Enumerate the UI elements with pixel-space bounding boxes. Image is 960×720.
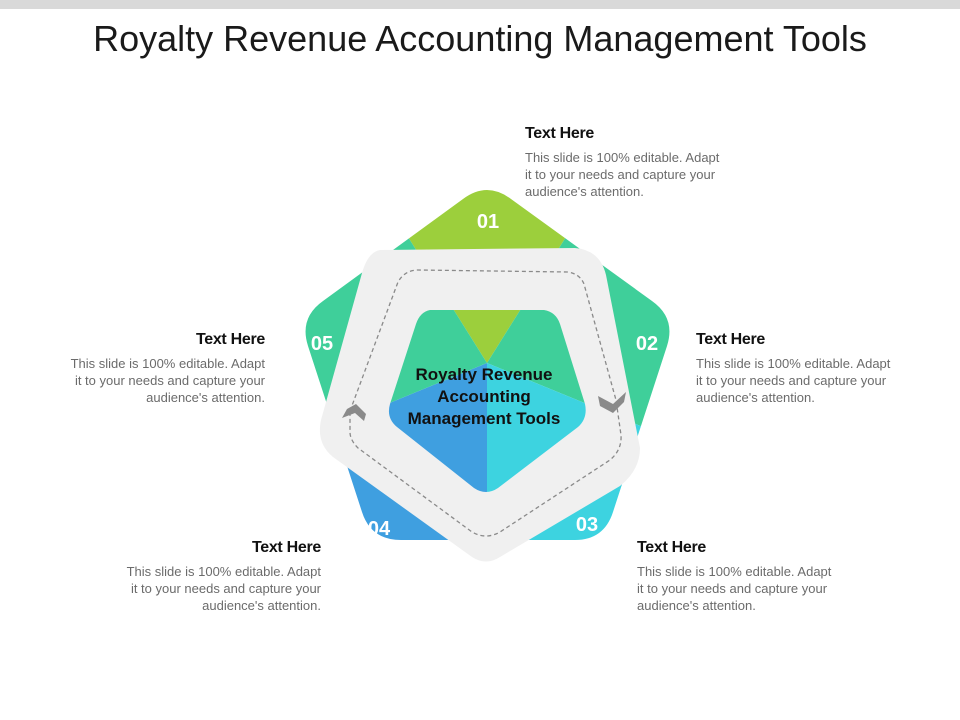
callout-body-line: audience's attention. [696,390,815,405]
callout-body-line: This slide is 100% editable. Adapt [126,564,321,579]
callout-body-line: it to your needs and capture your [130,581,321,596]
callout-body: This slide is 100% editable. Adapt it to… [91,563,321,614]
callout-body-line: audience's attention. [202,598,321,613]
callout-03: Text Here This slide is 100% editable. A… [637,539,867,614]
top-bar [0,0,960,9]
callout-body-line: This slide is 100% editable. Adapt [696,356,891,371]
inner-ring [319,248,640,562]
callout-body-line: This slide is 100% editable. Adapt [70,356,265,371]
center-label: Royalty Revenue Accounting Management To… [384,364,584,430]
callout-heading: Text Here [195,331,265,348]
center-label-line: Management Tools [407,409,561,428]
callout-body-line: it to your needs and capture your [74,373,265,388]
callout-heading: Text Here [637,539,707,556]
segment-01-number: 01 [476,211,500,233]
callout-02: Text Here This slide is 100% editable. A… [696,331,926,406]
callout-05: Text Here This slide is 100% editable. A… [35,331,266,406]
callout-04: Text Here This slide is 100% editable. A… [91,539,322,614]
callout-body-line: This slide is 100% editable. Adapt [525,150,720,165]
page-title: Royalty Revenue Accounting Management To… [93,18,867,59]
callout-body: This slide is 100% editable. Adapt it to… [525,149,755,200]
segment-03-number: 03 [575,514,599,536]
center-label-line: Accounting [437,387,531,406]
callout-heading: Text Here [251,539,321,556]
center-label-line: Royalty Revenue [415,365,553,384]
segment-05-wedge [305,190,487,475]
callout-body: This slide is 100% editable. Adapt it to… [35,355,265,406]
segment-02-number: 02 [635,333,659,355]
callout-body-line: audience's attention. [637,598,756,613]
dashed-flow-path [349,269,622,537]
segment-02-wedge [487,190,670,475]
callout-body: This slide is 100% editable. Adapt it to… [696,355,926,406]
callout-body-line: This slide is 100% editable. Adapt [637,564,832,579]
chevron-up-icon [342,404,366,421]
callout-heading: Text Here [525,125,595,142]
callout-01: Text Here This slide is 100% editable. A… [525,125,755,200]
callout-body-line: audience's attention. [146,390,265,405]
callout-body-line: it to your needs and capture your [696,373,887,388]
segment-05-number: 05 [310,333,334,355]
callout-body-line: it to your needs and capture your [525,167,716,182]
callout-body-line: audience's attention. [525,184,644,199]
callout-heading: Text Here [696,331,766,348]
segment-04-number: 04 [367,518,391,540]
chevron-down-icon [598,392,626,413]
callout-body-line: it to your needs and capture your [637,581,828,596]
callout-body: This slide is 100% editable. Adapt it to… [637,563,867,614]
segment-01-wedge [336,190,638,363]
